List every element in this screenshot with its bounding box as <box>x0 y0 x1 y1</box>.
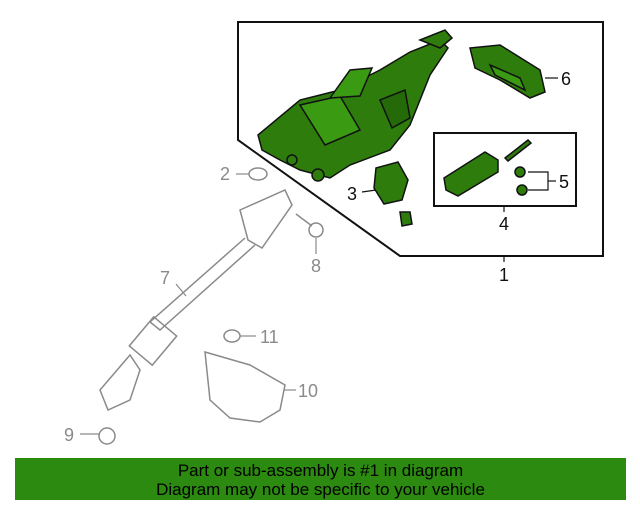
part-5-screws[interactable] <box>514 166 528 196</box>
part-4-motor[interactable] <box>443 139 533 197</box>
callout-10: 10 <box>298 381 318 401</box>
callout-7: 7 <box>160 268 170 288</box>
callout-3: 3 <box>347 184 357 204</box>
leader-lines <box>80 77 558 435</box>
part-2-nut[interactable] <box>248 167 268 181</box>
parts-diagram: 1 3 4 5 6 2 7 8 9 10 11 <box>64 21 604 445</box>
part-8-bolt[interactable] <box>295 213 324 238</box>
callout-6: 6 <box>561 69 571 89</box>
callout-1: 1 <box>499 265 509 285</box>
steering-column-assembly[interactable] <box>257 29 454 182</box>
part-9-nut[interactable] <box>98 427 116 445</box>
footer-banner: Part or sub-assembly is #1 in diagram Di… <box>15 458 626 500</box>
footer-line-2: Diagram may not be specific to your vehi… <box>156 480 485 499</box>
part-10-boot[interactable] <box>204 350 286 423</box>
callout-8: 8 <box>311 256 321 276</box>
part-6-cover[interactable] <box>469 44 546 99</box>
assembly-4-frame <box>433 132 577 207</box>
intermediate-shaft[interactable] <box>99 189 293 412</box>
callout-2: 2 <box>220 164 230 184</box>
part-3-module[interactable] <box>373 161 413 227</box>
callout-4: 4 <box>499 214 509 234</box>
assembly-1-frame <box>237 21 604 257</box>
part-11-nut[interactable] <box>223 329 241 343</box>
callout-9: 9 <box>64 425 74 445</box>
callout-11: 11 <box>260 327 279 347</box>
footer-line-1: Part or sub-assembly is #1 in diagram <box>177 461 464 480</box>
callout-5: 5 <box>559 172 569 192</box>
